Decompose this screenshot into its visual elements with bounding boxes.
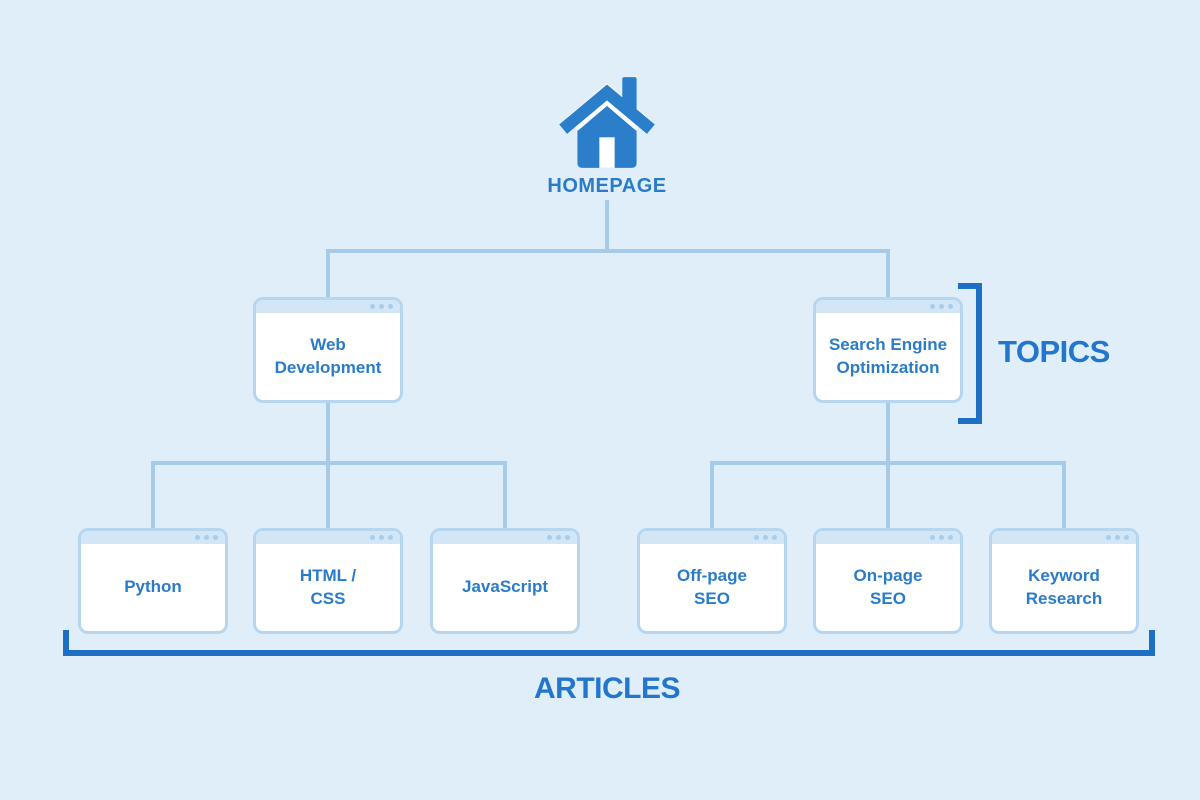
window-titlebar [640,531,784,544]
node-label: Web Development [274,335,382,377]
articles-bracket [63,630,1155,656]
node-offpage-seo: Off-page SEO [637,528,787,634]
node-label: Search Engine Optimization [828,335,948,377]
window-titlebar [816,531,960,544]
node-html-css: HTML / CSS [253,528,403,634]
connector-webdev-stem [326,403,330,528]
node-search-engine-optimization: Search Engine Optimization [813,297,963,403]
homepage-label: HOMEPAGE [547,175,667,197]
connector-webdev-horizontal [151,461,507,465]
connector-offpage-drop [710,461,714,528]
window-titlebar [256,300,400,313]
window-dots-icon [1106,535,1129,540]
connector-level1-horizontal [326,249,890,253]
window-titlebar [81,531,225,544]
connector-level1-left-drop [326,249,330,297]
connector-javascript-drop [503,461,507,528]
connector-seo-horizontal [710,461,1066,465]
window-titlebar [816,300,960,313]
window-dots-icon [547,535,570,540]
window-titlebar [433,531,577,544]
node-label: Off-page SEO [677,566,747,608]
node-label: HTML / CSS [299,566,357,608]
topics-bracket [958,283,982,424]
connector-python-drop [151,461,155,528]
articles-group-label: ARTICLES [534,672,681,705]
node-label: JavaScript [462,577,548,597]
node-web-development: Web Development [253,297,403,403]
node-python: Python [78,528,228,634]
window-dots-icon [195,535,218,540]
node-label: Keyword Research [1025,566,1103,608]
topics-group-label: TOPICS [998,334,1110,369]
connector-keyword-drop [1062,461,1066,528]
node-label: On-page SEO [853,566,923,608]
window-titlebar [256,531,400,544]
window-dots-icon [370,535,393,540]
connector-level1-right-drop [886,249,890,297]
window-dots-icon [754,535,777,540]
home-icon [559,77,655,168]
window-titlebar [992,531,1136,544]
window-dots-icon [930,535,953,540]
window-dots-icon [370,304,393,309]
window-dots-icon [930,304,953,309]
node-label: Python [124,577,182,597]
node-keyword-research: Keyword Research [989,528,1139,634]
connector-root-stem [605,200,609,253]
node-javascript: JavaScript [430,528,580,634]
node-onpage-seo: On-page SEO [813,528,963,634]
connector-seo-stem [886,403,890,528]
